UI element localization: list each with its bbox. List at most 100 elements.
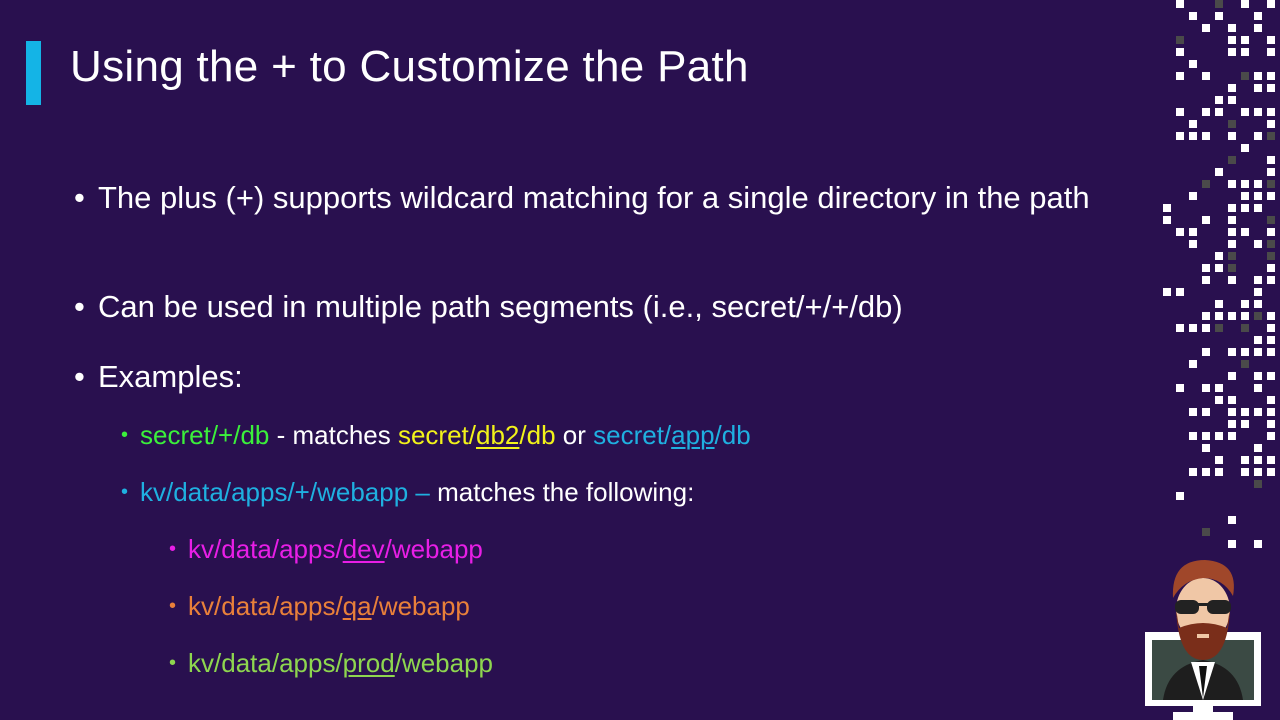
pixel-square [1228, 516, 1236, 524]
pixel-square [1215, 324, 1223, 332]
bullet-text: Can be used in multiple path segments (i… [98, 289, 903, 324]
pixel-square [1176, 48, 1184, 56]
pixel-square [1228, 48, 1236, 56]
pixel-square [1176, 288, 1184, 296]
pixel-square [1228, 156, 1236, 164]
pixel-square [1254, 12, 1262, 20]
pixel-square [1267, 108, 1275, 116]
pixel-square [1254, 240, 1262, 248]
pixel-square [1228, 420, 1236, 428]
pixel-square [1254, 276, 1262, 284]
pixel-square [1267, 420, 1275, 428]
pixel-square [1228, 216, 1236, 224]
pixel-square [1267, 264, 1275, 272]
pixel-square [1241, 300, 1249, 308]
pixel-square [1267, 240, 1275, 248]
pixel-square [1228, 408, 1236, 416]
pixel-square [1176, 72, 1184, 80]
pixel-square [1267, 168, 1275, 176]
pixel-square [1241, 456, 1249, 464]
pixel-square [1189, 60, 1197, 68]
pixel-square [1267, 84, 1275, 92]
pixel-square [1189, 240, 1197, 248]
pixel-square [1254, 192, 1262, 200]
example-kv: •kv/data/apps/+/webapp – matches the fol… [121, 477, 695, 507]
pixel-square [1254, 132, 1262, 140]
pixel-square [1202, 432, 1210, 440]
pixel-square [1176, 36, 1184, 44]
dash: – [408, 477, 438, 507]
pattern: secret/+/db [140, 420, 270, 450]
pixel-square [1254, 72, 1262, 80]
pixel-square [1202, 312, 1210, 320]
pixel-square [1254, 180, 1262, 188]
pixel-square [1202, 108, 1210, 116]
pixel-square [1189, 432, 1197, 440]
pixel-square [1254, 300, 1262, 308]
pixel-square [1189, 12, 1197, 20]
pixel-square [1202, 468, 1210, 476]
pixel-square [1189, 408, 1197, 416]
pixel-square [1267, 252, 1275, 260]
pixel-square [1267, 228, 1275, 236]
pixel-square [1228, 96, 1236, 104]
pixel-square [1267, 156, 1275, 164]
pixel-square [1176, 0, 1184, 8]
pixel-square [1202, 216, 1210, 224]
pixel-square [1241, 204, 1249, 212]
pixel-square [1228, 372, 1236, 380]
pixel-square [1215, 0, 1223, 8]
pixel-square [1254, 372, 1262, 380]
pixel-square [1241, 324, 1249, 332]
match-dev: •kv/data/apps/dev/webapp [169, 534, 483, 564]
pixel-square [1228, 180, 1236, 188]
pixel-square [1215, 384, 1223, 392]
pixel-square [1215, 252, 1223, 260]
pixel-square [1241, 144, 1249, 152]
pixel-square [1189, 228, 1197, 236]
pixel-square [1254, 84, 1262, 92]
pixel-square [1163, 288, 1171, 296]
pixel-square [1228, 132, 1236, 140]
pixel-square [1267, 48, 1275, 56]
pixel-square [1228, 36, 1236, 44]
pixel-square [1176, 228, 1184, 236]
title-accent-bar [26, 41, 41, 105]
pixel-square [1267, 132, 1275, 140]
pixel-square [1215, 456, 1223, 464]
pixel-square [1176, 324, 1184, 332]
pixel-square [1254, 336, 1262, 344]
pixel-square [1254, 444, 1262, 452]
pixel-square [1267, 180, 1275, 188]
pixel-square [1189, 120, 1197, 128]
pixel-square [1202, 444, 1210, 452]
pixel-square [1241, 420, 1249, 428]
pixel-square [1241, 72, 1249, 80]
pixel-square [1176, 492, 1184, 500]
pixel-square [1189, 360, 1197, 368]
pixel-square [1202, 264, 1210, 272]
pixel-square [1254, 468, 1262, 476]
bullet-multiple-segments: •Can be used in multiple path segments (… [74, 286, 1134, 327]
pixel-square [1254, 384, 1262, 392]
pixel-square [1254, 288, 1262, 296]
pixel-square [1215, 396, 1223, 404]
pixel-square [1189, 324, 1197, 332]
pixel-square [1202, 348, 1210, 356]
pixel-square [1241, 180, 1249, 188]
separator: - matches [269, 420, 398, 450]
pixel-square [1215, 432, 1223, 440]
pixel-square [1241, 192, 1249, 200]
pixel-square [1267, 276, 1275, 284]
pixel-square [1241, 348, 1249, 356]
presenter-avatar-icon [1145, 560, 1261, 720]
pixel-square [1163, 216, 1171, 224]
pixel-square [1176, 132, 1184, 140]
pixel-square [1241, 0, 1249, 8]
pixel-square [1267, 0, 1275, 8]
pixel-square [1228, 540, 1236, 548]
pixel-square [1215, 468, 1223, 476]
pixel-square [1241, 228, 1249, 236]
pixel-square [1241, 360, 1249, 368]
pixel-square [1228, 264, 1236, 272]
